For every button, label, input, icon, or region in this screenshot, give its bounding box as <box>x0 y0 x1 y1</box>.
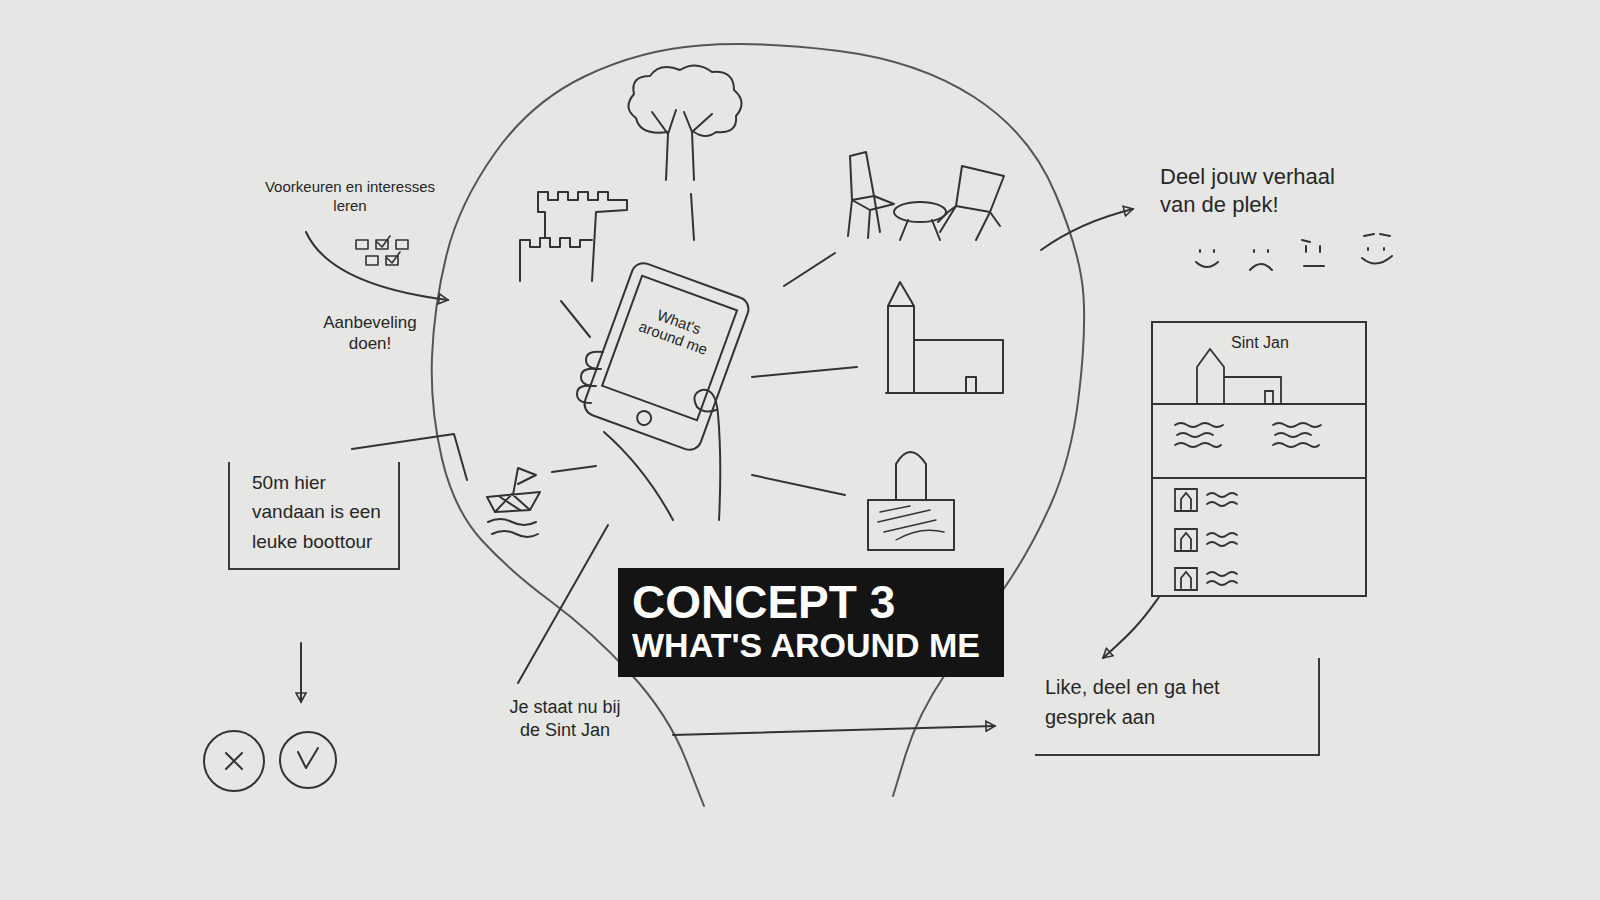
text-squiggle <box>1273 423 1321 447</box>
tree-icon <box>628 65 741 240</box>
node-text: CONCEPT 3 <box>632 578 980 626</box>
phone-button <box>635 409 653 427</box>
text-squiggle <box>1207 493 1237 506</box>
button-circle <box>280 732 336 788</box>
church-door <box>966 377 976 393</box>
node-text: 50m hier vandaan is een leuke boottour <box>252 468 386 556</box>
chair-left <box>848 152 894 238</box>
leader-line <box>561 301 590 337</box>
down-arrow <box>300 643 302 702</box>
title-band: CONCEPT 3WHAT'S AROUND ME <box>618 568 1004 677</box>
leader-line <box>518 525 608 683</box>
photo-thumb <box>1175 489 1197 511</box>
chair-right <box>938 166 1004 240</box>
flow-arrow <box>673 726 995 735</box>
handwritten-note: Deel jouw verhaal van de plek! <box>1160 163 1360 218</box>
preference-checkboxes <box>356 236 408 265</box>
tree-canopy <box>628 65 741 136</box>
shop-bag-icon <box>752 452 954 550</box>
checkbox <box>356 240 368 249</box>
text-squiggle <box>1207 533 1237 546</box>
happy-face <box>1196 250 1218 267</box>
boat-waves <box>488 519 538 537</box>
grin-face <box>1362 234 1392 264</box>
leader-line <box>691 194 694 240</box>
table-legs <box>900 220 940 240</box>
bag-scribble <box>878 506 944 540</box>
boat-icon <box>487 466 596 537</box>
check-mark <box>298 748 318 768</box>
button-circle <box>204 731 264 791</box>
flow-arrow <box>1103 597 1159 658</box>
photo-thumb <box>1175 529 1197 551</box>
card-strokes <box>1153 349 1365 590</box>
cafe-icon <box>784 152 1004 286</box>
tree-trunk <box>652 110 712 180</box>
handwritten-note: Voorkeuren en interesses leren <box>255 178 445 216</box>
leader-line <box>752 475 845 495</box>
emotion-faces <box>1196 234 1392 270</box>
phone-display <box>602 276 737 420</box>
head-outline <box>432 44 1084 806</box>
check-mark <box>377 236 390 247</box>
node-text: Like, deel en ga het gesprek aan <box>1045 672 1288 732</box>
palm-line <box>604 432 673 520</box>
place-card: Sint Jan <box>1151 321 1367 597</box>
checkbox <box>366 256 378 265</box>
node-subtext: WHAT'S AROUND ME <box>632 626 980 665</box>
curved-arrow <box>306 232 448 300</box>
leader-line <box>352 434 467 480</box>
cafe-table <box>894 202 946 222</box>
neutral-face <box>1302 240 1324 266</box>
card-divider <box>1153 477 1365 479</box>
cross-mark <box>226 753 242 769</box>
action-box: Like, deel en ga het gesprek aan <box>1035 658 1320 756</box>
leader-line <box>784 253 835 286</box>
text-squiggle <box>1175 423 1223 447</box>
sad-face <box>1250 250 1272 270</box>
recommendation-box: 50m hier vandaan is een leuke boottour <box>228 462 400 570</box>
castle-upper <box>538 192 627 281</box>
text-squiggle <box>1207 572 1237 585</box>
bag-body <box>868 500 954 550</box>
accept-button <box>280 732 336 788</box>
checkbox <box>396 240 408 249</box>
check-mark <box>387 252 400 263</box>
church-door <box>1265 391 1273 403</box>
sketch-strokes <box>204 44 1392 806</box>
bag-handle <box>896 452 926 500</box>
handwritten-note: Aanbeveling doen! <box>320 312 420 355</box>
node-text: What's around me <box>636 301 715 358</box>
church-sketch <box>1197 349 1281 403</box>
phone-outline <box>580 259 753 455</box>
phone-screen: What's around me <box>580 259 753 455</box>
card-divider <box>1153 403 1365 405</box>
photo-thumb <box>1175 568 1197 590</box>
leader-line <box>552 466 596 472</box>
church-shape <box>886 282 1003 393</box>
flow-arrow <box>1041 209 1133 250</box>
phone-body <box>581 260 752 453</box>
handwritten-note: Je staat nu bij de Sint Jan <box>500 696 630 741</box>
castle-icon <box>520 192 627 337</box>
castle-lower <box>520 238 592 281</box>
boat-mast <box>513 468 536 495</box>
leader-line <box>752 367 857 377</box>
reject-button <box>204 731 264 791</box>
phone-strokes <box>581 260 752 453</box>
church-icon <box>752 282 1003 393</box>
thumb-line <box>694 390 720 520</box>
node-text: Sint Jan <box>1153 323 1365 352</box>
